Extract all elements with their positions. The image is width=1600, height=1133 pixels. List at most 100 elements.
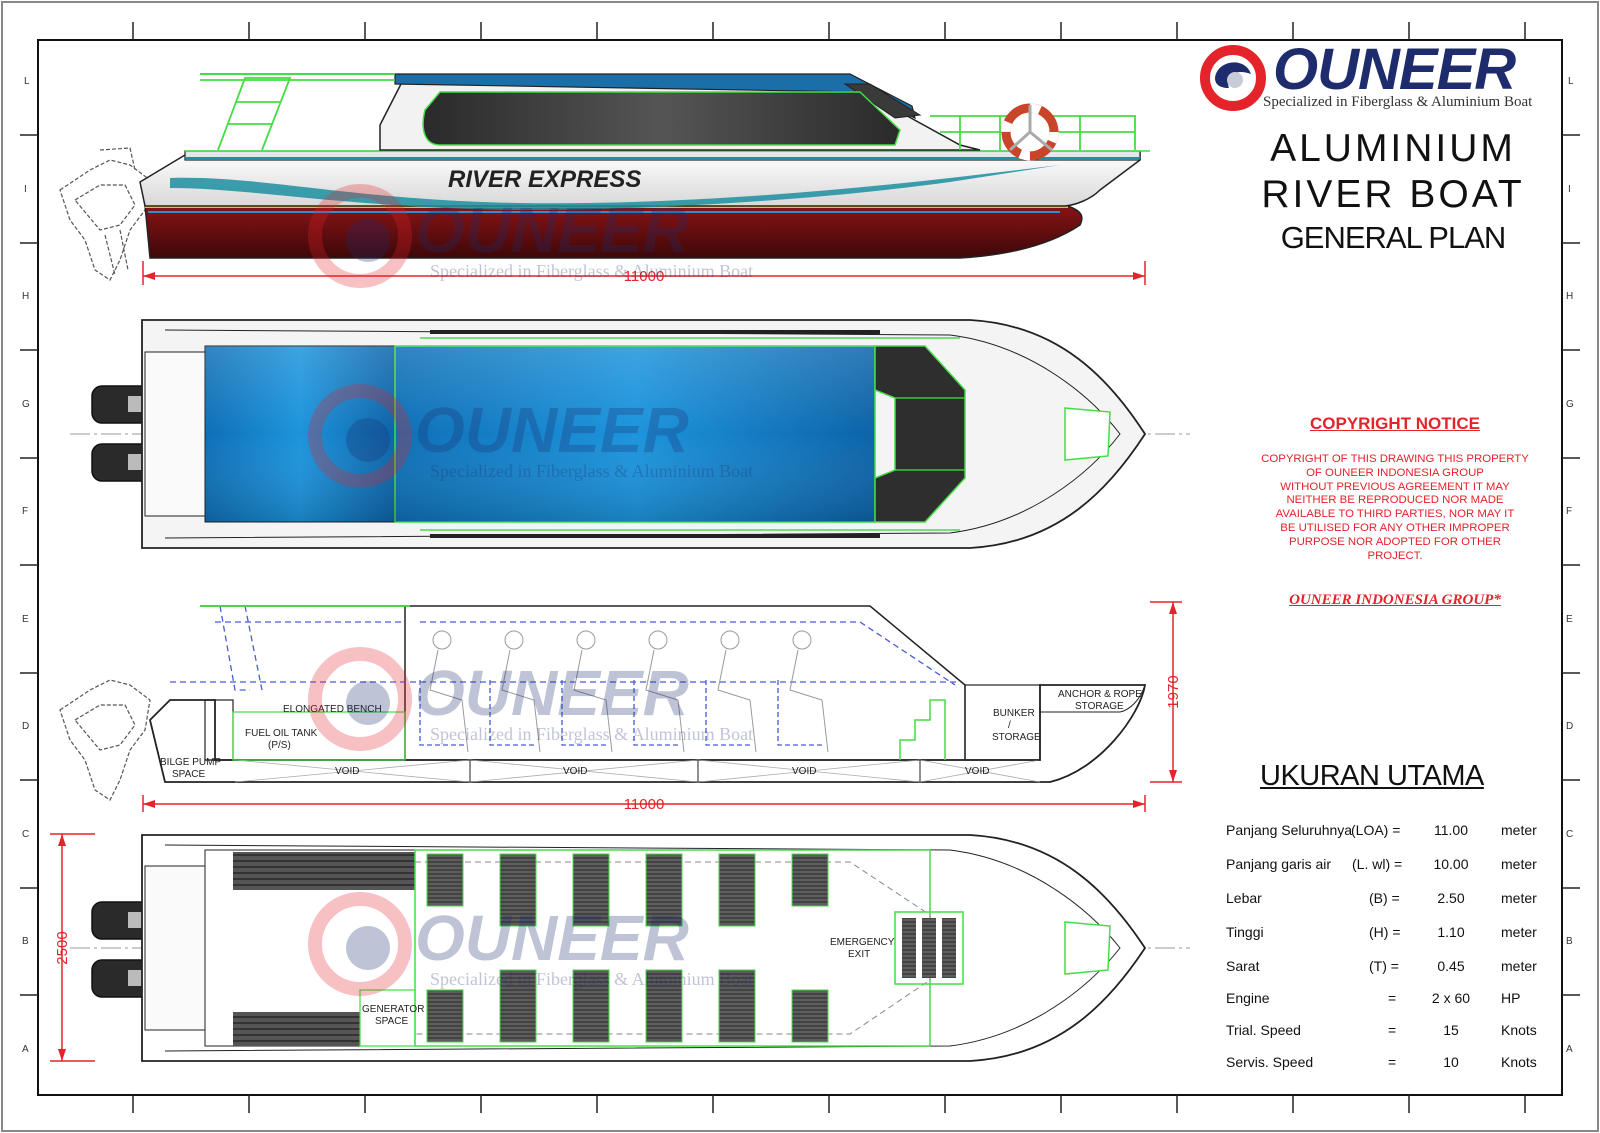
svg-text:OUNEER: OUNEER — [415, 902, 689, 974]
specs-heading: UKURAN UTAMA — [1260, 760, 1484, 792]
cabin-window — [422, 91, 901, 146]
spec-row: Servis. Speed = 10 Knots — [1226, 1054, 1556, 1084]
hull-bottom — [144, 204, 1083, 259]
copyright-line: NEITHER BE REPRODUCED NOR MADE — [1286, 494, 1504, 507]
beam-dimension: 2500 — [50, 833, 95, 1062]
void-label: VOID — [335, 766, 359, 777]
frame-letter: E — [22, 614, 29, 625]
copyright-line: PURPOSE NOR ADOPTED FOR OTHER — [1288, 535, 1502, 548]
svg-text:OUNEER: OUNEER — [415, 194, 689, 266]
spec-unit: HP — [1501, 990, 1521, 1006]
bunker-label-2: / — [1008, 720, 1011, 731]
void-label: VOID — [965, 766, 989, 777]
rear-railing — [200, 77, 395, 151]
spec-label: Sarat — [1226, 958, 1260, 974]
spec-value: 1.10 — [1437, 924, 1465, 940]
bilge-label: BILGE PUMP — [160, 757, 221, 768]
stairs — [899, 699, 946, 760]
beam-dimension-label: 2500 — [54, 931, 71, 964]
seat — [426, 853, 464, 907]
watermark: OUNEER Specialized in Fiberglass & Alumi… — [308, 184, 753, 288]
spec-label: Engine — [1226, 990, 1270, 1006]
seat — [572, 969, 610, 1043]
section-labels: ELONGATED BENCH FUEL OIL TANK (P/S) BILG… — [160, 689, 1142, 780]
seat-outlines — [419, 680, 823, 746]
frame-letter: G — [22, 399, 30, 410]
spec-label: Trial. Speed — [1226, 1022, 1301, 1038]
spec-symbol: (B) = — [1369, 890, 1400, 906]
seat — [645, 853, 683, 927]
copyright-heading: COPYRIGHT NOTICE — [1309, 414, 1480, 433]
outboard-motor-sketch — [59, 147, 151, 281]
spec-value: 10.00 — [1433, 856, 1469, 872]
spec-row: Engine = 2 x 60 HP — [1226, 990, 1556, 1020]
void-hatching — [234, 759, 1041, 783]
spec-unit: meter — [1501, 958, 1537, 974]
spec-row: Panjang garis air (L. wl) = 10.00 meter — [1226, 856, 1556, 886]
copyright-line: PROJECT. — [1367, 549, 1423, 562]
title-line-3: GENERAL PLAN — [1280, 220, 1507, 255]
cabin-roof — [394, 73, 916, 120]
spec-row: Lebar (B) = 2.50 meter — [1226, 890, 1556, 920]
spec-row: Tinggi (H) = 1.10 meter — [1226, 924, 1556, 954]
spec-symbol: (L. wl) = — [1352, 856, 1403, 872]
spec-unit: meter — [1501, 822, 1537, 838]
bow-hatch-2 — [1064, 921, 1111, 975]
boat-name-label: RIVER EXPRESS — [448, 166, 641, 193]
svg-text:OUNEER: OUNEER — [415, 394, 689, 466]
generator-label: GENERATOR — [362, 1004, 424, 1015]
fuel-label-2: (P/S) — [268, 740, 291, 751]
deck-plan-view: EMERGENCY EXIT GENERATOR SPACE 2500 — [50, 833, 1190, 1062]
frame-letter: F — [1566, 506, 1572, 517]
copyright-line: OF OUNEER INDONESIA GROUP — [1306, 466, 1484, 479]
generator-label-2: SPACE — [375, 1016, 408, 1027]
frame-letter: L — [24, 76, 30, 87]
plan-labels: EMERGENCY EXIT GENERATOR SPACE — [362, 937, 895, 1027]
length-dimension-label-2: 11000 — [624, 796, 665, 813]
passenger-seats — [426, 853, 829, 1043]
frame-letter: C — [1566, 829, 1573, 840]
windshield — [843, 83, 922, 119]
section-view: ELONGATED BENCH FUEL OIL TANK (P/S) BILG… — [59, 601, 1182, 813]
seat — [426, 989, 464, 1043]
void-label: VOID — [792, 766, 816, 777]
spec-label: Lebar — [1226, 890, 1262, 906]
copyright-line: BE UTILISED FOR ANY OTHER IMPROPER — [1280, 521, 1510, 534]
title-line-1: ALUMINIUM — [1270, 127, 1516, 170]
spec-unit: meter — [1501, 924, 1537, 940]
frame-letter: H — [22, 291, 29, 302]
spec-value: 15 — [1443, 1022, 1459, 1038]
rear-bench-port — [233, 852, 415, 890]
hull-swoosh — [170, 165, 1060, 210]
copyright-company: OUNEER INDONESIA GROUP* — [1289, 592, 1501, 608]
seat — [791, 989, 829, 1043]
watermark: OUNEER Specialized in Fiberglass & Alumi… — [308, 384, 753, 488]
spec-unit: meter — [1501, 856, 1537, 872]
lifebuoy-icon — [1001, 103, 1059, 161]
frame-letter: L — [1568, 76, 1574, 87]
inner-border — [37, 39, 1563, 1096]
copyright-line: COPYRIGHT OF THIS DRAWING THIS PROPERTY — [1261, 453, 1529, 465]
frame-letter: D — [22, 721, 29, 732]
height-dimension-label: 1970 — [1165, 675, 1182, 708]
fuel-tank — [232, 711, 406, 761]
copyright-text: COPYRIGHT OF THIS DRAWING THIS PROPERTY … — [1240, 453, 1550, 563]
side-profile-view: RIVER EXPRESS 11000 — [59, 73, 1150, 285]
svg-text:Specialized in Fiberglass & Al: Specialized in Fiberglass & Aluminium Bo… — [430, 969, 753, 989]
frame-letter: A — [22, 1044, 29, 1055]
seat — [718, 853, 756, 927]
spec-label: Panjang Seluruhnya — [1226, 822, 1353, 838]
spec-equals: = — [1388, 1022, 1397, 1038]
bunker-label-3: STORAGE — [992, 732, 1041, 743]
bench-label: ELONGATED BENCH — [283, 704, 382, 715]
bunker-storage — [964, 684, 1041, 761]
spec-value: 10 — [1443, 1054, 1459, 1070]
emergency-label: EMERGENCY — [830, 937, 895, 948]
spec-row: Panjang Seluruhnya (LOA) = 11.00 meter — [1226, 822, 1556, 852]
frame-letter: E — [1566, 614, 1573, 625]
watermark: OUNEER Specialized in Fiberglass & Alumi… — [308, 647, 753, 751]
svg-text:Specialized in Fiberglass & Al: Specialized in Fiberglass & Aluminium Bo… — [430, 724, 753, 744]
watermarks: OUNEER Specialized in Fiberglass & Alumi… — [308, 184, 753, 996]
spec-unit: Knots — [1501, 1054, 1537, 1070]
frame-letter: I — [24, 184, 27, 195]
